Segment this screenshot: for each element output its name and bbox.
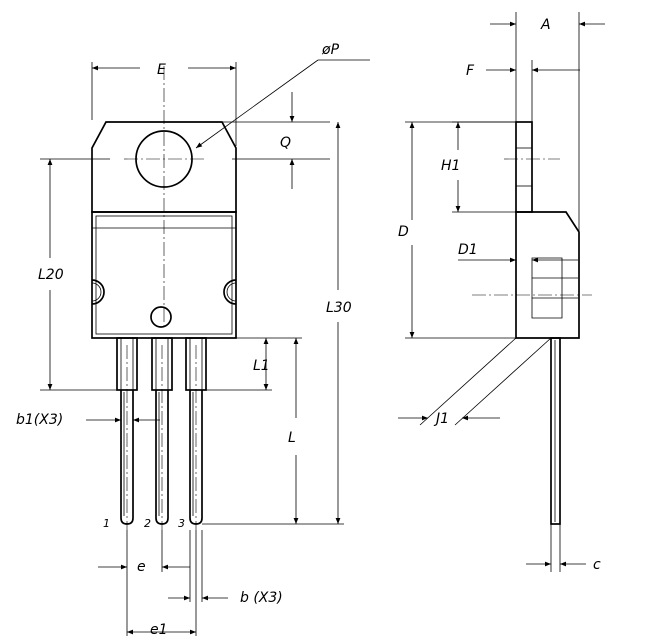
side-lead — [550, 337, 561, 525]
left-notch — [91, 279, 105, 305]
pin-label-2: 2 — [144, 517, 151, 530]
label-H1: H1 — [441, 158, 460, 174]
side-view — [472, 121, 592, 525]
label-b: b (X3) — [240, 590, 283, 606]
label-b1: b1(X3) — [16, 412, 63, 428]
front-dimensions — [40, 59, 370, 636]
right-notch — [223, 279, 237, 305]
label-A: A — [540, 17, 551, 33]
label-e: e — [137, 559, 146, 575]
label-L30: L30 — [326, 300, 352, 316]
pins — [120, 390, 203, 525]
pin-label-1: 1 — [103, 517, 110, 530]
label-c: c — [593, 557, 601, 573]
side-body — [515, 211, 580, 339]
dimension-labels: E øP Q L20 L30 L1 L b1(X3) e b (X3) e1 1… — [16, 17, 601, 638]
label-L: L — [288, 430, 296, 446]
label-Q: Q — [280, 135, 291, 151]
label-D: D — [398, 224, 409, 240]
label-J1: J1 — [433, 411, 449, 427]
label-P: øP — [321, 42, 340, 58]
side-tab — [515, 121, 533, 213]
pin-label-3: 3 — [178, 517, 185, 530]
front-view — [91, 66, 237, 530]
label-L20: L20 — [38, 267, 64, 283]
label-L1: L1 — [253, 358, 270, 374]
ejector-pin-mark — [150, 306, 172, 328]
label-e1: e1 — [150, 622, 168, 638]
pin-shoulders — [116, 337, 207, 391]
label-D1: D1 — [458, 242, 478, 258]
label-F: F — [466, 63, 475, 79]
side-dimensions — [398, 12, 605, 572]
label-E: E — [157, 62, 166, 78]
